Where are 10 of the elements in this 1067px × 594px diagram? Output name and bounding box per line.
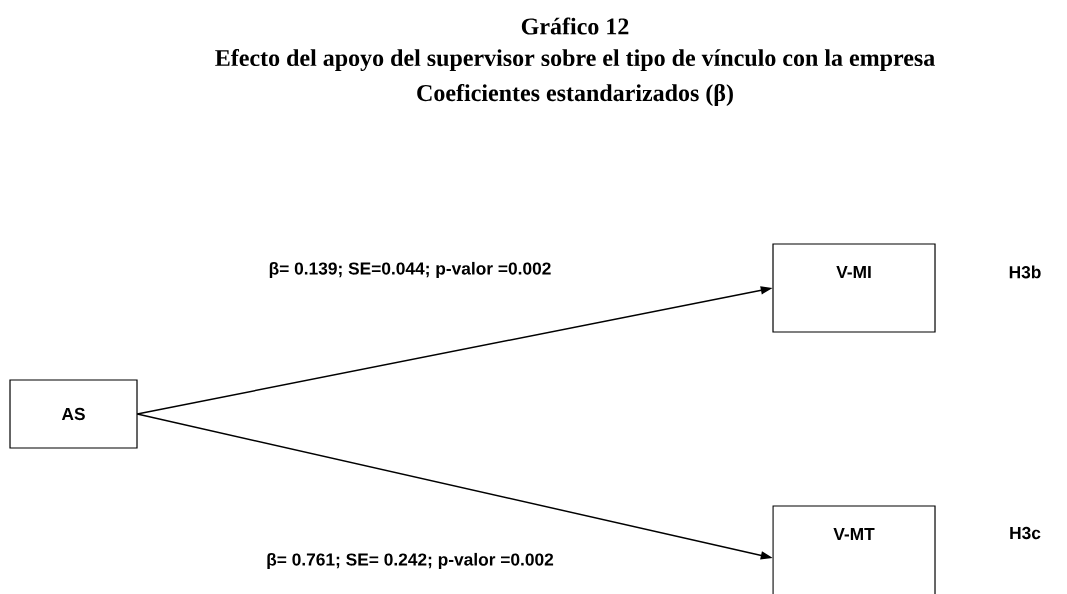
variable-box: AS: [9, 379, 138, 449]
subtitle: Efecto del apoyo del supervisor sobre el tipo de vínculo con la empresa: [215, 48, 935, 72]
variable-box: V-MT: [772, 505, 936, 594]
hypothesis-label: H3b: [1009, 265, 1041, 279]
coefficient-label: β= 0.761; SE= 0.242; p-valor =0.002: [267, 552, 554, 570]
coefficient-label: β= 0.139; SE=0.044; p-valor =0.002: [269, 261, 551, 279]
hypothesis-label: H3c: [1010, 526, 1041, 540]
variable-box: V-MI: [772, 243, 936, 333]
title: Gráfico 12: [521, 17, 629, 35]
subtitle: Coeficientes estandarizados (β): [417, 84, 733, 106]
